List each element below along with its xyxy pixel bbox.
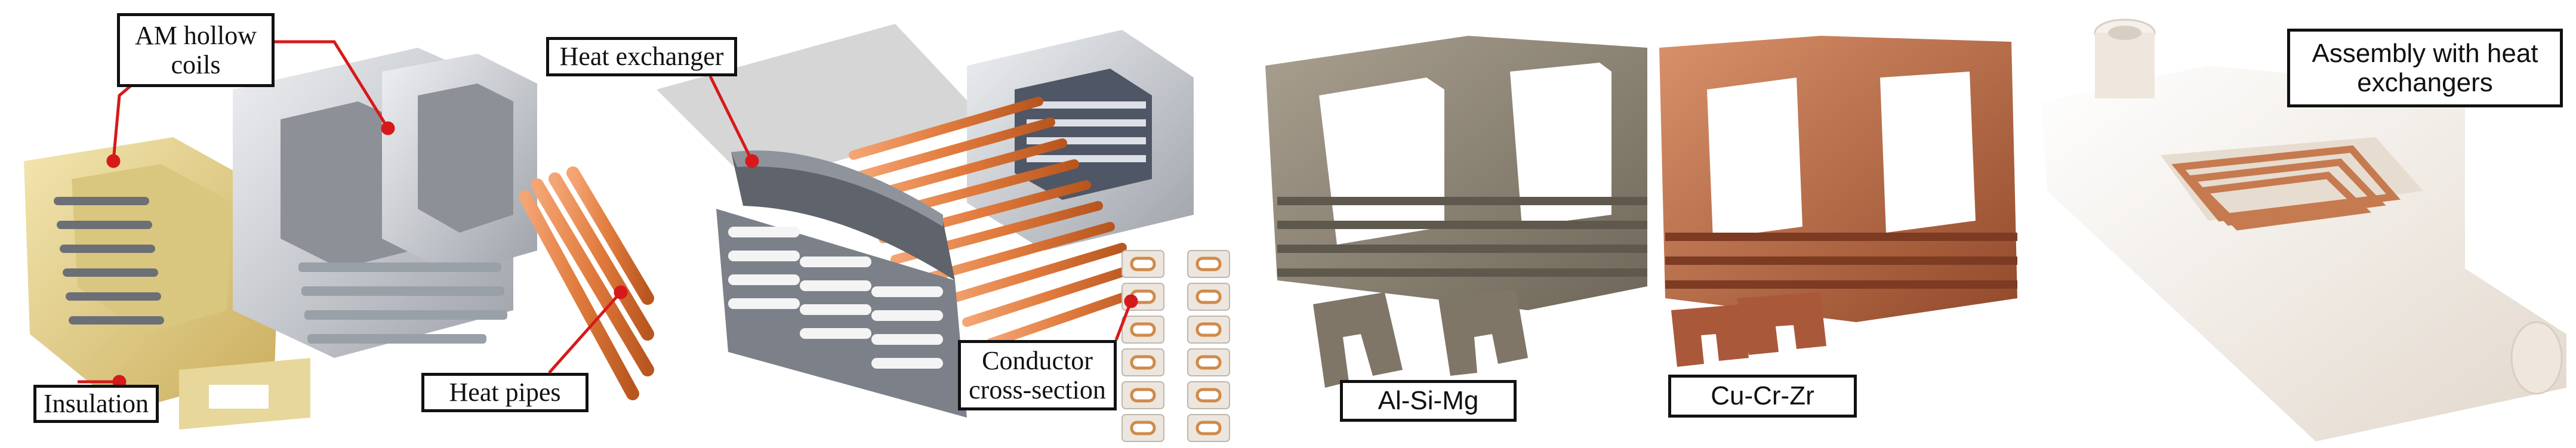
label-al-si-mg: Al-Si-Mg (1340, 380, 1517, 422)
label-assembly-with-heat-exchangers: Assembly with heat exchangers (2287, 29, 2563, 107)
label-insulation: Insulation (33, 385, 159, 423)
panel1-leader-lines (78, 40, 628, 389)
panel-assembly-photo (2041, 18, 2566, 441)
label-heat-exchanger: Heat exchanger (546, 37, 737, 76)
assembly-copper-coils (2171, 145, 2401, 231)
insulated-coil-illustration (24, 137, 310, 430)
label-heat-pipes: Heat pipes (421, 373, 588, 412)
label-cu-cr-zr: Cu-Cr-Zr (1668, 375, 1857, 418)
panel-printed-coils (1265, 36, 2017, 388)
conductor-cross-section-tiles (1121, 250, 1230, 442)
label-conductor-cross-section: Conductor cross-section (958, 340, 1117, 410)
heat-pipes-illustration (519, 166, 654, 400)
al-si-mg-coil-photo (1265, 36, 1647, 388)
panel-coil-photo (0, 0, 654, 448)
heat-pipes-render (849, 97, 1151, 348)
panel-heat-exchanger-render (657, 24, 1230, 442)
panel2-leader-lines (708, 75, 1138, 341)
label-am-hollow-coils: AM hollow coils (117, 13, 275, 87)
cu-cr-zr-coil-photo (1659, 36, 2017, 367)
heat-exchanger-block (716, 150, 967, 418)
grey-coils-illustration (233, 48, 537, 358)
